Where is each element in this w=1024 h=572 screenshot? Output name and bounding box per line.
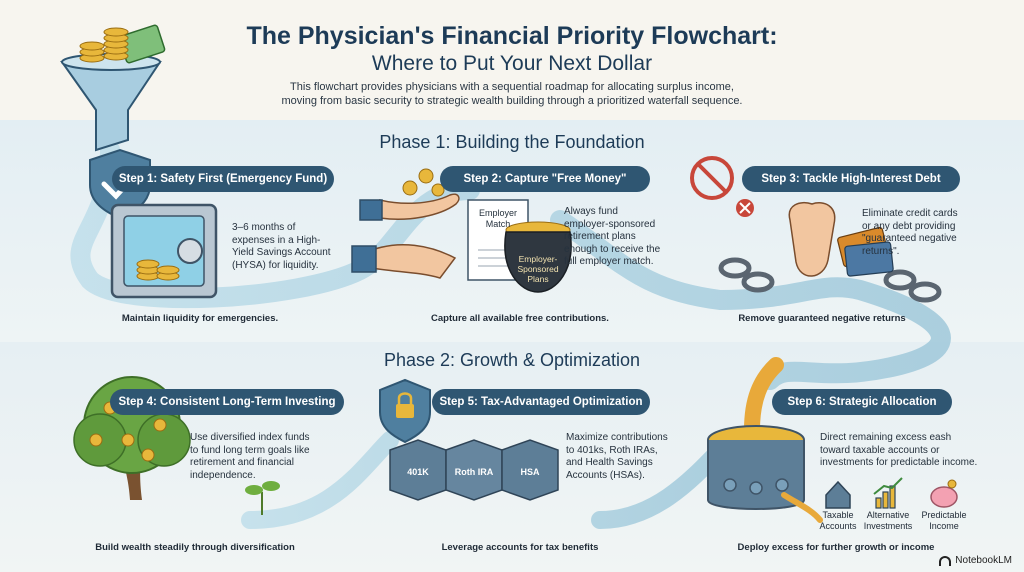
alloc-line: Accounts [819,521,857,531]
employer-match-label: Employer Match [474,208,522,230]
step-6-caption: Deploy excess for further growth or inco… [737,542,935,553]
house-icon [825,480,851,509]
intro-line: moving from basic security to strategic … [281,95,743,107]
desc-line: and Health Savings [566,457,653,468]
desc-line: expenses in a High- [232,234,321,246]
credit-card-icon [837,226,894,277]
intro-line: This flowchart provides physicians with … [290,81,734,93]
raised-fist-icon [788,201,836,277]
desc-line: Always fund [564,206,618,217]
desc-line: 3–6 months of [232,222,296,233]
pot-label-line: Sponsored [517,264,559,274]
desc-line: employer-sponsored [564,218,656,230]
brand-name: NotebookLM [955,555,1012,566]
step-2-title: Step 2: Capture "Free Money" [440,166,650,192]
desc-line: or any debt providing [862,220,956,232]
phase-1-title: Phase 1: Building the Foundation [379,132,645,152]
growth-chart-icon [873,477,903,509]
box-label-roth-ira: Roth IRA [454,467,494,477]
step-6-title: Step 6: Strategic Allocation [772,389,952,415]
step-1-caption: Maintain liquidity for emergencies. [121,313,279,324]
step-3-title: Step 3: Tackle High-Interest Debt [742,166,960,192]
piggy-bank-icon [930,479,958,508]
allocation-alternative-investments: Alternative Investments [853,510,923,532]
alloc-line: Predictable [921,510,967,520]
alloc-line: Investments [863,521,913,531]
doc-label-line: Employer [478,208,517,218]
desc-line: Use diversified index funds [190,432,310,443]
box-label-401k: 401K [407,467,429,477]
alloc-line: Taxable [822,510,854,520]
broken-chain-icon [718,257,942,303]
notebooklm-brand: NotebookLM [939,555,1012,566]
desc-line: Eliminate credit cards [862,208,958,219]
allocation-taxable-accounts: Taxable Accounts [803,510,873,532]
notebooklm-logo-icon [939,555,952,566]
account-box-icon [389,439,559,501]
step-5-description: Maximize contributions to 401ks, Roth IR… [566,432,668,482]
allocation-predictable-income: Predictable Income [909,510,979,532]
desc-line: returns". [862,245,900,257]
step-3-description: Eliminate credit cards or any debt provi… [862,208,958,258]
step-2-caption: Capture all available free contributions… [431,313,609,324]
step-5-caption: Leverage accounts for tax benefits [441,542,599,553]
desc-line: full employer match. [564,256,654,267]
doc-label-line: Match [485,219,511,229]
desc-line: to 401ks, Roth IRAs, [566,444,658,456]
desc-line: independence. [190,469,256,481]
step-1-description: 3–6 months of expenses in a High- Yield … [232,222,331,272]
pot-label-line: Employer- [518,254,558,264]
gold-pot-icon [504,221,572,293]
page-title: The Physician's Financial Priority Flowc… [246,22,778,50]
seedling-icon [245,481,280,515]
desc-line: retirement and financial [190,457,294,468]
desc-line: investments for predictable income. [820,457,978,468]
safe-icon [110,203,218,299]
desc-line: to fund long term goals like [190,444,310,456]
shield-lock-icon [379,378,431,444]
step-6-description: Direct remaining excess eash toward taxa… [820,432,977,470]
no-chain-icon [690,156,754,217]
desc-line: Yield Savings Account [232,247,331,258]
intro-text: This flowchart provides physicians with … [250,80,774,108]
open-hand-icon [359,168,460,221]
step-2-description: Always fund employer-sponsored retiremen… [564,206,660,269]
header-band [0,0,1024,120]
desc-line: Direct remaining excess eash [820,432,952,443]
step-4-caption: Build wealth steadily through diversific… [95,542,295,553]
step-1-title: Step 1: Safety First (Emergency Fund) [112,166,334,192]
step-4-title: Step 4: Consistent Long-Term Investing [110,389,344,415]
step-5-title: Step 5: Tax-Advantaged Optimization [432,389,650,415]
pot-label-line: Plans [527,274,549,284]
desc-line: retirement plans [564,231,636,242]
desc-line: toward taxable accounts or [820,444,940,456]
reservoir-tank-icon [707,357,823,523]
funnel-icon [60,24,166,152]
alloc-line: Income [929,521,959,531]
step-4-description: Use diversified index funds to fund long… [190,432,310,482]
desc-line: (HYSA) for liquidity. [232,259,319,271]
box-label-hsa: HSA [520,467,540,477]
desc-line: Maximize contributions [566,432,668,443]
pot-label: Employer- Sponsored Plans [506,254,570,284]
handshake-icon [351,244,457,279]
phase-2-title: Phase 2: Growth & Optimization [383,350,641,370]
desc-line: "guaranteed negative [862,233,957,244]
desc-line: enough to receive the [564,243,661,255]
step-3-caption: Remove guaranteed negative returns [738,313,906,324]
page-subtitle: Where to Put Your Next Dollar [371,52,653,75]
alloc-line: Alternative [866,510,910,520]
desc-line: Accounts (HSAs). [566,469,645,481]
